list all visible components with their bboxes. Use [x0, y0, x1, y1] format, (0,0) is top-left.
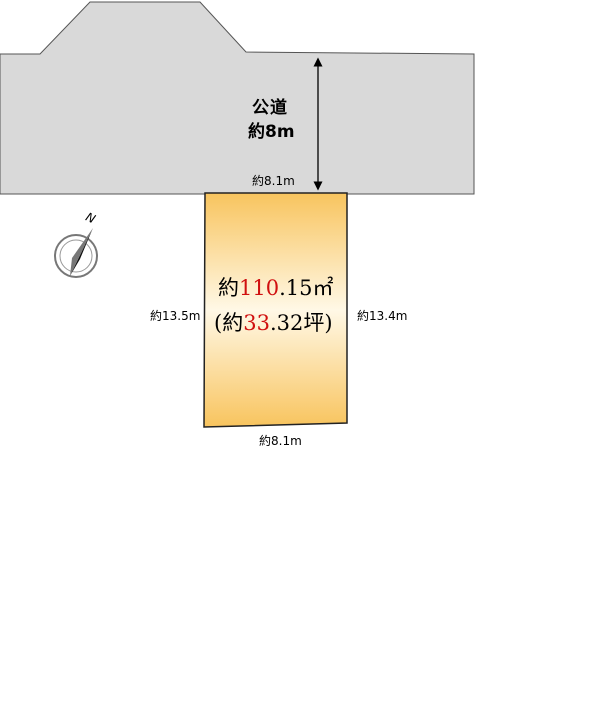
area-prefix: 約 — [218, 276, 239, 300]
lot-area — [203, 192, 348, 428]
lot-bottom-dimension: 約8.1m — [259, 434, 302, 448]
area-sqm-rest: .15㎡ — [279, 276, 334, 300]
tsubo-value: 33 — [243, 311, 270, 335]
tsubo-open: (約 — [214, 311, 244, 335]
lot-top-dimension: 約8.1m — [252, 174, 295, 188]
road-area — [0, 1, 475, 195]
lot-area-sqm: 約110.15㎡ — [218, 272, 334, 302]
tsubo-rest: .32坪) — [269, 311, 333, 335]
lot-area-tsubo: (約33.32坪) — [214, 307, 333, 337]
road-width-label: 約8m — [248, 122, 295, 142]
area-sqm-value: 110 — [239, 276, 280, 300]
road-name-label: 公道 — [252, 98, 288, 118]
lot-left-dimension: 約13.5m — [150, 309, 201, 323]
lot-right-dimension: 約13.4m — [357, 309, 408, 323]
compass-icon — [54, 228, 98, 278]
